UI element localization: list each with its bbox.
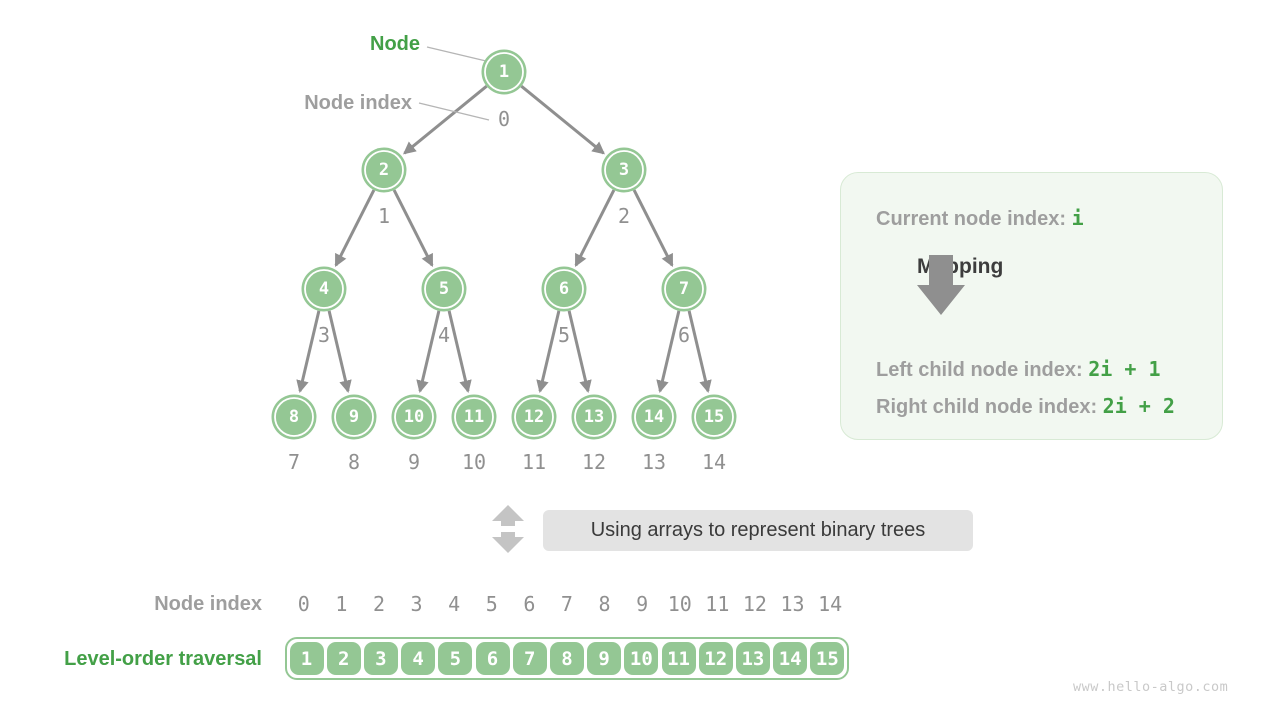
tree-node-index: 3 [318, 323, 330, 347]
tree-node: 8 [271, 394, 317, 440]
tree-node: 10 [391, 394, 437, 440]
current-node-index-line: Current node index: i [876, 206, 1084, 231]
array-cell: 15 [810, 642, 845, 675]
array-cell: 14 [773, 642, 808, 675]
tree-node-value: 2 [379, 160, 389, 180]
array-cell: 8 [549, 642, 584, 675]
down-arrow-icon [917, 255, 965, 315]
tree-node-index: 12 [582, 450, 606, 474]
tree-node-index: 2 [618, 204, 630, 228]
tree-node: 1 [481, 49, 527, 95]
tree-node-value: 9 [349, 407, 359, 427]
array-cell: 2 [326, 642, 361, 675]
array-index: 8 [598, 592, 611, 616]
figure-caption: Using arrays to represent binary trees [543, 510, 973, 551]
tree-node-index: 4 [438, 323, 450, 347]
array-index-label: Node index [154, 593, 262, 615]
array-cell: 13 [735, 642, 770, 675]
tree-node: 9 [331, 394, 377, 440]
array-index: 0 [297, 592, 310, 616]
left-child-index-code: 2i + 1 [1088, 357, 1161, 381]
array-cell: 1 [289, 642, 324, 675]
array-index: 13 [780, 592, 805, 616]
array-index-row: 0 1 2 3 4 5 6 7 8 9 10 11 12 13 14 [285, 592, 849, 616]
annotation-pointer-lines [418, 46, 490, 121]
tree-node: 13 [571, 394, 617, 440]
tree-node-value: 5 [439, 279, 449, 299]
tree-node: 5 [421, 266, 467, 312]
site-watermark: www.hello-algo.com [1073, 679, 1229, 695]
figure-caption-text: Using arrays to represent binary trees [590, 519, 926, 541]
array-index: 2 [372, 592, 385, 616]
tree-node-value: 12 [524, 407, 544, 427]
array-index: 1 [335, 592, 348, 616]
current-node-index-label: Current node index: [876, 208, 1067, 230]
tree-node-value: 8 [289, 407, 299, 427]
tree-node-index: 14 [702, 450, 726, 474]
node-callout-label: Node [370, 33, 420, 55]
array-cell: 6 [475, 642, 510, 675]
tree-node-value: 13 [584, 407, 604, 427]
right-child-index-label: Right child node index: [876, 396, 1098, 418]
tree-node-index: 1 [378, 204, 390, 228]
array-cell: 3 [363, 642, 398, 675]
array-cell: 11 [661, 642, 696, 675]
tree-node: 6 [541, 266, 587, 312]
array-index: 7 [560, 592, 573, 616]
left-child-index-line: Left child node index: 2i + 1 [876, 357, 1160, 382]
tree-node: 2 [361, 147, 407, 193]
right-child-index-code: 2i + 2 [1102, 394, 1175, 418]
tree-node-value: 14 [644, 407, 664, 427]
right-child-index-line: Right child node index: 2i + 2 [876, 394, 1175, 419]
tree-node: 4 [301, 266, 347, 312]
tree-node-value: 6 [559, 279, 569, 299]
tree-node-index: 13 [642, 450, 666, 474]
array-index: 10 [667, 592, 692, 616]
tree-node-value: 10 [404, 407, 424, 427]
array-index: 12 [742, 592, 767, 616]
tree-node: 11 [451, 394, 497, 440]
tree-node-index: 8 [348, 450, 360, 474]
tree-node-value: 15 [704, 407, 724, 427]
index-mapping-panel: Current node index: i Mapping Left child… [840, 172, 1223, 440]
tree-node-index: 9 [408, 450, 420, 474]
array-cell: 10 [624, 642, 659, 675]
tree-node: 15 [691, 394, 737, 440]
tree-node-index: 0 [498, 107, 510, 131]
tree-node: 12 [511, 394, 557, 440]
tree-node-index: 11 [522, 450, 546, 474]
level-order-traversal-label: Level-order traversal [64, 648, 262, 670]
current-node-index-code: i [1071, 206, 1084, 230]
array-index: 11 [705, 592, 730, 616]
array-index: 9 [636, 592, 649, 616]
tree-node-index: 7 [288, 450, 300, 474]
array-index: 6 [523, 592, 536, 616]
array-cell: 5 [438, 642, 473, 675]
tree-edges [296, 85, 712, 394]
tree-node-value: 4 [319, 279, 329, 299]
tree-node-value: 7 [679, 279, 689, 299]
array-cell: 12 [698, 642, 733, 675]
tree-node-value: 1 [499, 62, 509, 82]
tree-node-index: 6 [678, 323, 690, 347]
tree-node-value: 3 [619, 160, 629, 180]
array-index: 4 [448, 592, 461, 616]
tree-node-value: 11 [464, 407, 484, 427]
tree-node: 14 [631, 394, 677, 440]
mapping-row: Mapping [917, 255, 1003, 315]
array-cell: 4 [401, 642, 436, 675]
array-index: 3 [410, 592, 423, 616]
tree-node-index: 5 [558, 323, 570, 347]
tree-node: 7 [661, 266, 707, 312]
level-order-array: 1 2 3 4 5 6 7 8 9 10 11 12 13 14 15 [285, 637, 849, 680]
array-cell: 9 [587, 642, 622, 675]
array-cell: 7 [512, 642, 547, 675]
array-index: 14 [818, 592, 843, 616]
tree-node: 3 [601, 147, 647, 193]
node-index-callout-label: Node index [304, 92, 412, 114]
left-child-index-label: Left child node index: [876, 359, 1083, 381]
tree-node-index: 10 [462, 450, 486, 474]
array-index: 5 [485, 592, 498, 616]
